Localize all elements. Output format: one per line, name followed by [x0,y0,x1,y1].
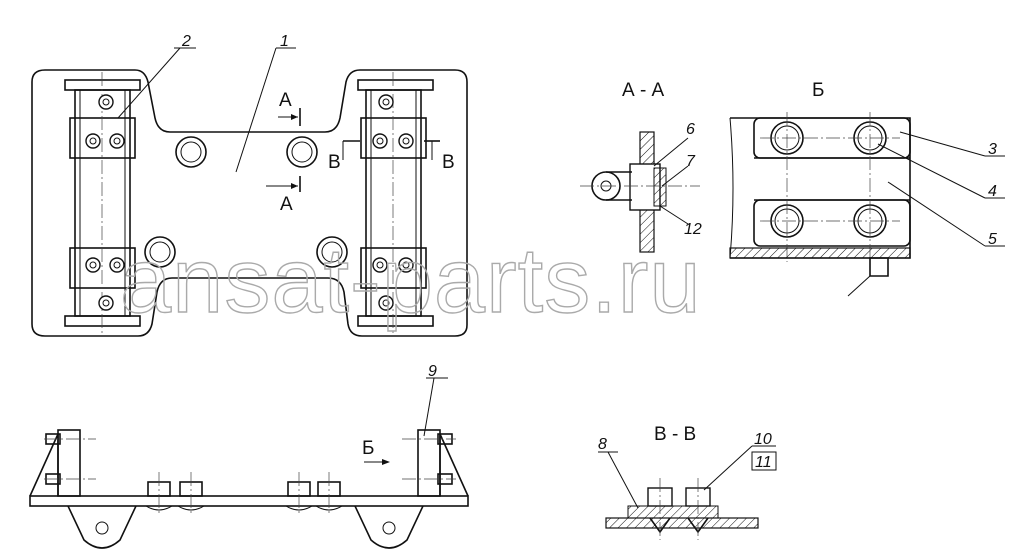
callout-2: 2 [181,33,191,50]
front-view [29,377,469,549]
right-rail-assembly [357,72,434,335]
callout-12: 12 [684,221,702,238]
left-rail-assembly [64,72,141,335]
callout-4: 4 [988,183,997,200]
watermark: ansat-parts.ru [120,230,702,332]
callout-7: 7 [686,153,696,170]
section-line-v [342,140,440,160]
marker-a-bottom: А [280,194,293,215]
section-title-vv: В - В [654,424,696,445]
plate-bushings [144,136,348,268]
view-b [729,112,1005,297]
callout-1: 1 [280,33,289,50]
section-title-aa: А - А [622,80,665,101]
marker-v-right: В [442,152,455,173]
callout-8: 8 [598,436,607,453]
callout-9: 9 [428,363,437,380]
view-title-b: Б [812,80,824,101]
section-line-a [266,108,301,192]
marker-a-top: А [279,90,292,111]
marker-b-arrow: Б [362,438,374,459]
section-vv [598,445,777,540]
marker-v-left: В [328,152,341,173]
callout-11: 11 [755,454,772,471]
callout-10: 10 [754,431,772,448]
leader-1 [235,47,277,173]
callout-5: 5 [988,231,997,248]
section-aa [580,131,700,253]
callout-3: 3 [988,141,997,158]
leader-2 [117,47,181,119]
plan-view [31,47,468,337]
callout-6: 6 [686,121,695,138]
base-plate-outline [31,69,468,337]
